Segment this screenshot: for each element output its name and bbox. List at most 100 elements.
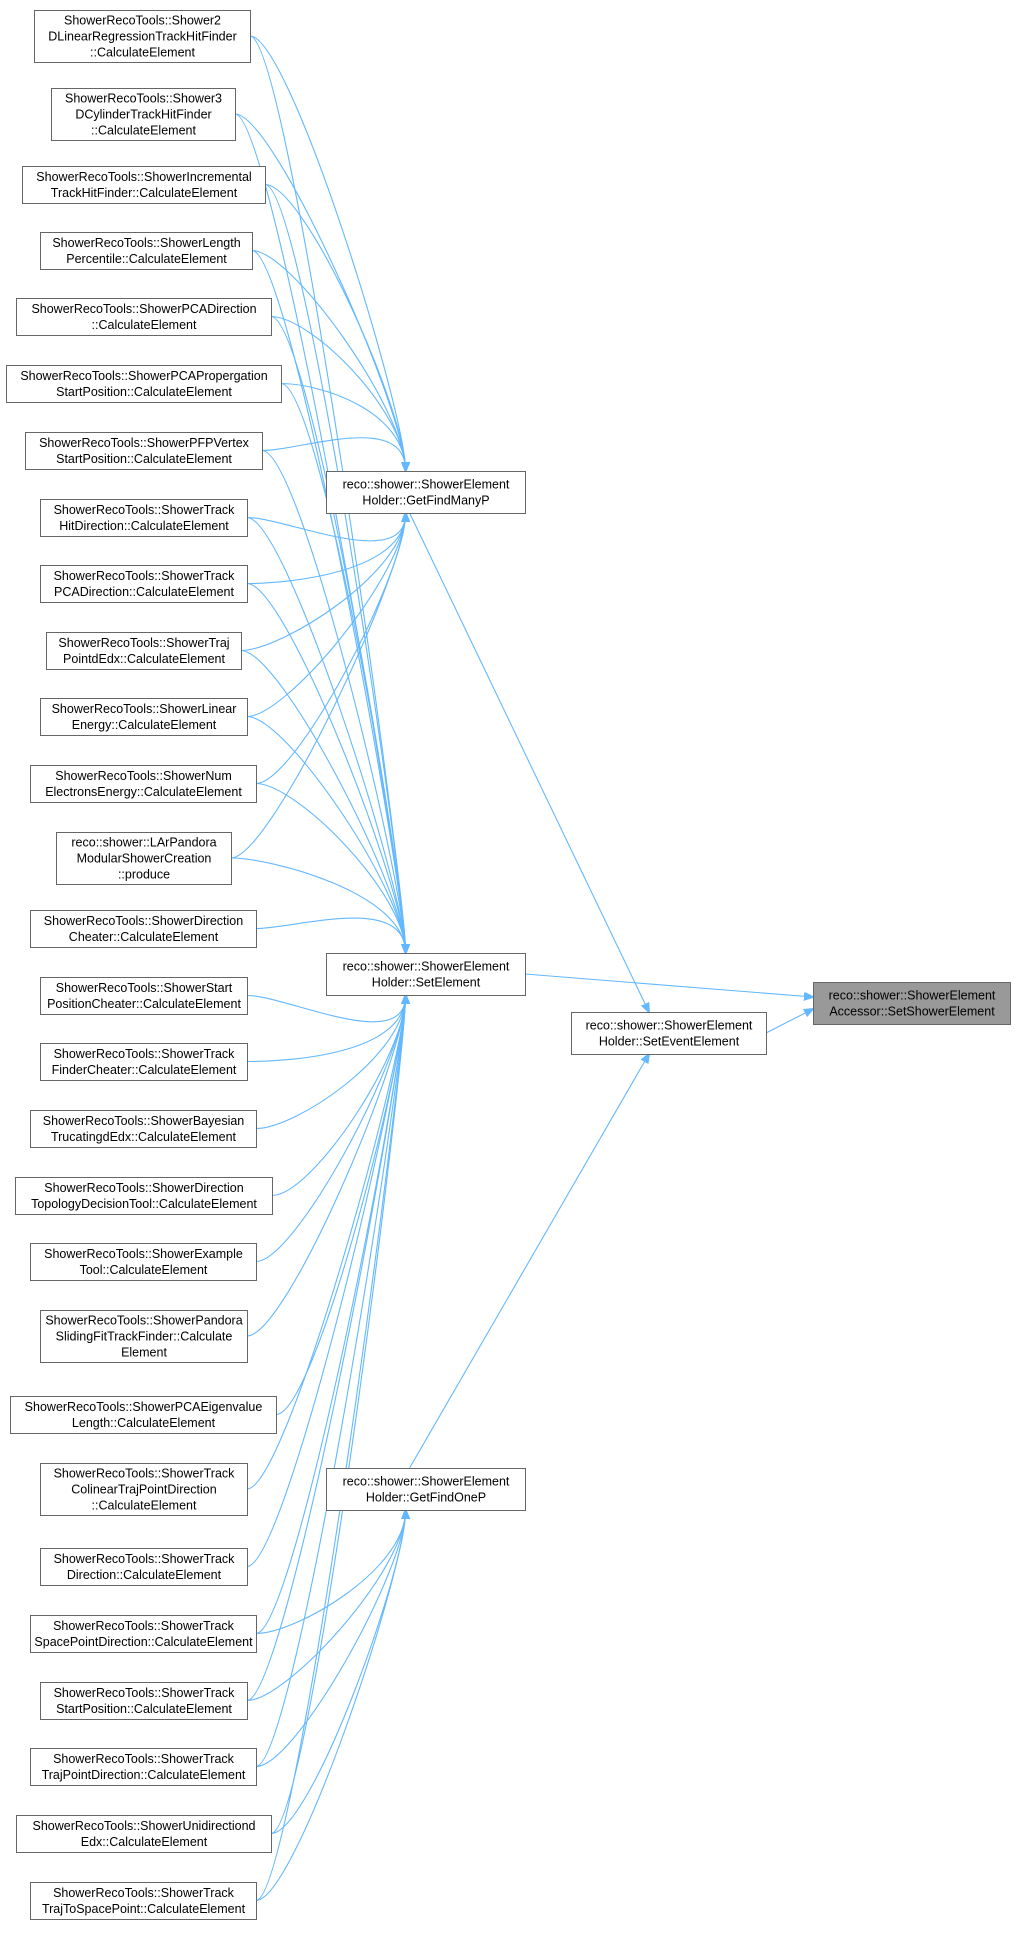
node-box[interactable]: [40, 1043, 248, 1081]
node-n24[interactable]: ShowerRecoTools::ShowerTrackStartPositio…: [40, 1682, 248, 1720]
edge-n18-to-se: [255, 995, 406, 1263]
node-n10[interactable]: ShowerRecoTools::ShowerLinearEnergy::Cal…: [40, 698, 248, 736]
node-n21[interactable]: ShowerRecoTools::ShowerTrackColinearTraj…: [40, 1463, 248, 1516]
edge-n24-to-se: [246, 995, 406, 1702]
node-n25[interactable]: ShowerRecoTools::ShowerTrackTrajPointDir…: [30, 1748, 257, 1786]
node-label-line: StartPosition::CalculateElement: [56, 1702, 232, 1716]
edge-n12-to-se: [230, 857, 406, 953]
node-n18[interactable]: ShowerRecoTools::ShowerExampleTool::Calc…: [30, 1243, 257, 1281]
node-n20[interactable]: ShowerRecoTools::ShowerPCAEigenvalueLeng…: [10, 1396, 277, 1434]
node-label-line: Length::CalculateElement: [72, 1416, 216, 1430]
node-n16[interactable]: ShowerRecoTools::ShowerBayesianTrucating…: [30, 1110, 257, 1148]
edge-n16-to-se: [255, 995, 406, 1130]
node-label-line: ShowerRecoTools::ShowerIncremental: [36, 170, 251, 184]
node-fmp[interactable]: reco::shower::ShowerElementHolder::GetFi…: [326, 471, 526, 514]
node-box[interactable]: [46, 632, 242, 670]
node-n27[interactable]: ShowerRecoTools::ShowerTrackTrajToSpaceP…: [30, 1882, 257, 1920]
node-box[interactable]: [30, 1615, 257, 1653]
node-n4[interactable]: ShowerRecoTools::ShowerPCADirection::Cal…: [16, 298, 272, 336]
node-label-line: StartPosition::CalculateElement: [56, 452, 232, 466]
edge-n4-to-fmp: [270, 315, 406, 472]
edge-n8-to-se: [246, 582, 406, 954]
edge-n15-to-se: [246, 995, 406, 1063]
edge-n27-to-fop: [255, 1510, 406, 1902]
node-n12[interactable]: reco::shower::LArPandoraModularShowerCre…: [56, 832, 232, 885]
edge-n13-to-se: [255, 917, 406, 953]
node-n1[interactable]: ShowerRecoTools::Shower3DCylinderTrackHi…: [51, 88, 236, 141]
node-label-line: SpacePointDirection::CalculateElement: [34, 1635, 253, 1649]
node-box[interactable]: [15, 1177, 273, 1215]
node-box[interactable]: [25, 432, 263, 470]
node-n22[interactable]: ShowerRecoTools::ShowerTrackDirection::C…: [40, 1548, 248, 1586]
node-label-line: ShowerRecoTools::ShowerUnidirectiond: [32, 1819, 255, 1833]
node-box[interactable]: [10, 1396, 277, 1434]
node-n26[interactable]: ShowerRecoTools::ShowerUnidirectiondEdx:…: [16, 1815, 272, 1853]
node-box[interactable]: [30, 1882, 257, 1920]
node-box[interactable]: [571, 1012, 767, 1055]
node-box[interactable]: [40, 232, 253, 270]
node-box[interactable]: [40, 1548, 248, 1586]
node-box[interactable]: [40, 1463, 248, 1516]
node-n0[interactable]: ShowerRecoTools::Shower2DLinearRegressio…: [34, 10, 251, 63]
node-box[interactable]: [326, 471, 526, 514]
node-box[interactable]: [30, 1748, 257, 1786]
node-label-line: ColinearTrajPointDirection: [71, 1482, 216, 1496]
node-n5[interactable]: ShowerRecoTools::ShowerPCAPropergationSt…: [6, 365, 282, 403]
node-box[interactable]: [326, 953, 526, 996]
node-box[interactable]: [40, 1682, 248, 1720]
node-box[interactable]: [30, 1110, 257, 1148]
edge-n2-to-se: [264, 183, 406, 954]
node-box[interactable]: [30, 910, 257, 948]
node-n23[interactable]: ShowerRecoTools::ShowerTrackSpacePointDi…: [30, 1615, 257, 1653]
node-box[interactable]: [813, 982, 1011, 1025]
edge-n7-to-se: [246, 516, 406, 954]
edge-n3-to-se: [251, 249, 406, 954]
node-box[interactable]: [22, 166, 266, 204]
node-fop[interactable]: reco::shower::ShowerElementHolder::GetFi…: [326, 1468, 526, 1511]
node-box[interactable]: [30, 765, 257, 803]
node-n11[interactable]: ShowerRecoTools::ShowerNumElectronsEnerg…: [30, 765, 257, 803]
node-n6[interactable]: ShowerRecoTools::ShowerPFPVertexStartPos…: [25, 432, 263, 470]
node-box[interactable]: [40, 977, 248, 1015]
node-see[interactable]: reco::shower::ShowerElementHolder::SetEv…: [571, 1012, 767, 1055]
node-n9[interactable]: ShowerRecoTools::ShowerTrajPointdEdx::Ca…: [46, 632, 242, 670]
node-label-line: reco::shower::ShowerElement: [829, 988, 996, 1002]
node-box[interactable]: [40, 565, 248, 603]
node-label-line: ShowerRecoTools::ShowerDirection: [44, 914, 243, 928]
node-box[interactable]: [30, 1243, 257, 1281]
node-box[interactable]: [326, 1468, 526, 1511]
node-label-line: ShowerRecoTools::ShowerExample: [44, 1247, 243, 1261]
node-box[interactable]: [56, 832, 232, 885]
node-label-line: Holder::SetEventElement: [599, 1034, 740, 1048]
node-box[interactable]: [40, 698, 248, 736]
node-label-line: ModularShowerCreation: [77, 851, 212, 865]
node-box[interactable]: [34, 10, 251, 63]
node-label-line: ElectronsEnergy::CalculateElement: [45, 785, 242, 799]
node-box[interactable]: [40, 1310, 248, 1363]
node-n15[interactable]: ShowerRecoTools::ShowerTrackFinderCheate…: [40, 1043, 248, 1081]
node-se[interactable]: reco::shower::ShowerElementHolder::SetEl…: [326, 953, 526, 996]
edge-n14-to-se: [246, 995, 406, 1023]
node-n2[interactable]: ShowerRecoTools::ShowerIncrementalTrackH…: [22, 166, 266, 204]
node-n17[interactable]: ShowerRecoTools::ShowerDirectionTopology…: [15, 1177, 273, 1215]
node-label-line: ::CalculateElement: [92, 1498, 197, 1512]
node-n14[interactable]: ShowerRecoTools::ShowerStartPositionChea…: [40, 977, 248, 1015]
edge-n22-to-se: [246, 995, 406, 1568]
node-box[interactable]: [16, 1815, 272, 1853]
node-target[interactable]: reco::shower::ShowerElementAccessor::Set…: [813, 982, 1011, 1025]
edge-n5-to-se: [280, 382, 406, 954]
node-n19[interactable]: ShowerRecoTools::ShowerPandoraSlidingFit…: [40, 1310, 248, 1363]
node-box[interactable]: [51, 88, 236, 141]
node-label-line: ::CalculateElement: [90, 45, 195, 59]
edge-n25-to-se: [255, 995, 406, 1768]
node-n8[interactable]: ShowerRecoTools::ShowerTrackPCADirection…: [40, 565, 248, 603]
node-box[interactable]: [16, 298, 272, 336]
node-n13[interactable]: ShowerRecoTools::ShowerDirectionCheater:…: [30, 910, 257, 948]
edge-n8-to-fmp: [246, 513, 406, 585]
node-box[interactable]: [6, 365, 282, 403]
node-box[interactable]: [40, 499, 248, 537]
node-n7[interactable]: ShowerRecoTools::ShowerTrackHitDirection…: [40, 499, 248, 537]
node-label-line: ShowerRecoTools::ShowerPCAEigenvalue: [25, 1400, 263, 1414]
node-label-line: ShowerRecoTools::ShowerLength: [52, 236, 240, 250]
node-n3[interactable]: ShowerRecoTools::ShowerLengthPercentile:…: [40, 232, 253, 270]
